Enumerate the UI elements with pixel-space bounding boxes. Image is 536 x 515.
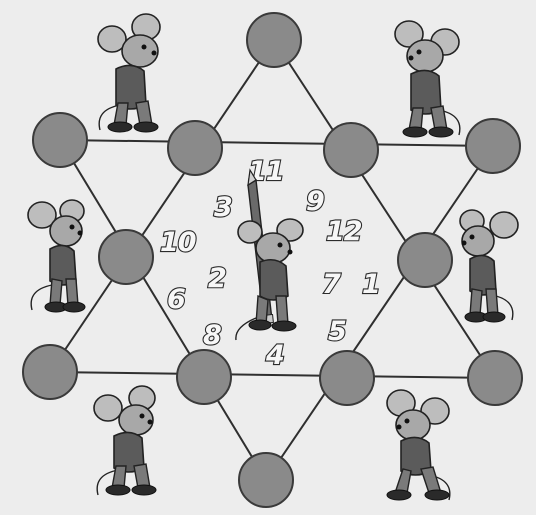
node-outer-upper-right[interactable] — [466, 119, 520, 173]
number-1: 1 — [362, 269, 380, 300]
number-7: 7 — [322, 269, 341, 300]
node-inner-lower-left[interactable] — [177, 350, 231, 404]
node-inner-upper-right[interactable] — [324, 123, 378, 177]
node-top[interactable] — [247, 13, 301, 67]
number-3: 3 — [214, 192, 232, 223]
mouse-icon — [98, 14, 160, 132]
mouse-icon — [94, 386, 156, 495]
node-bottom[interactable] — [239, 453, 293, 507]
node-inner-left[interactable] — [99, 230, 153, 284]
node-outer-lower-right[interactable] — [468, 351, 522, 405]
mouse-icon — [395, 21, 460, 137]
mouse-icon — [387, 390, 450, 500]
number-10: 10 — [160, 227, 196, 258]
node-inner-lower-right[interactable] — [320, 351, 374, 405]
node-outer-lower-left[interactable] — [23, 345, 77, 399]
number-5: 5 — [328, 316, 346, 347]
number-4: 4 — [265, 340, 284, 371]
mouse-icon — [28, 200, 85, 312]
node-inner-upper-left[interactable] — [168, 121, 222, 175]
number-9: 9 — [306, 186, 324, 217]
number-2: 2 — [208, 263, 226, 294]
node-outer-upper-left[interactable] — [33, 113, 87, 167]
number-6: 6 — [167, 284, 185, 315]
number-12: 12 — [326, 216, 362, 247]
number-8: 8 — [203, 320, 221, 351]
mouse-icon — [236, 170, 303, 340]
node-inner-right[interactable] — [398, 233, 452, 287]
mouse-icon — [460, 210, 518, 322]
